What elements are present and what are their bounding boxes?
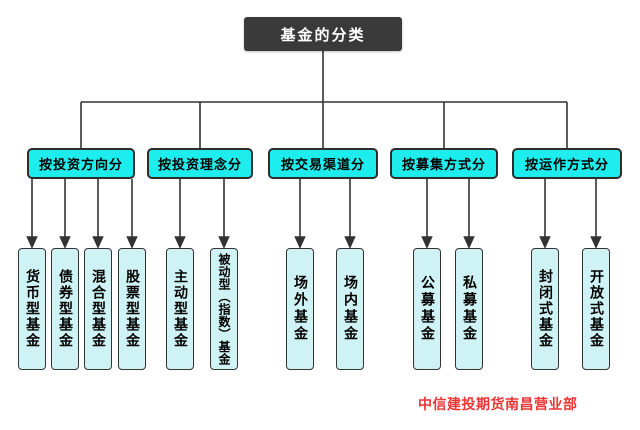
leaf-node-money-fund: 货币型基金 [18,248,46,370]
root-node: 基金的分类 [244,17,402,51]
leaf-arrows [26,179,602,249]
category-label: 按投资方向分 [38,158,123,173]
leaf-label: 场外基金 [292,275,308,343]
leaf-node-hybrid-fund: 混合型基金 [84,248,112,370]
leaf-label: 私募基金 [461,275,477,343]
leaf-node-exchange-fund: 场内基金 [336,248,364,370]
watermark-branch-name: 中信建投期货南昌营业部 [418,397,578,413]
category-node-investment-philosophy: 按投资理念分 [147,148,253,179]
leaf-label: 债券型基金 [57,269,73,349]
leaf-label: 股票型基金 [124,269,140,349]
leaf-label: 场内基金 [342,275,358,343]
leaf-node-closed-end-fund: 封闭式基金 [531,248,559,370]
leaf-label: 被动型（指数）基金 [217,252,231,366]
category-node-investment-direction: 按投资方向分 [27,148,135,179]
category-label: 按投资理念分 [157,158,242,173]
leaf-label: 公募基金 [419,275,435,343]
leaf-node-open-end-fund: 开放式基金 [582,248,610,370]
category-node-trading-channel: 按交易渠道分 [268,148,378,179]
tree-connectors [80,51,568,148]
leaf-label: 开放式基金 [588,269,604,349]
leaf-label: 混合型基金 [90,269,106,349]
leaf-label: 封闭式基金 [537,269,553,349]
leaf-label: 主动型基金 [172,269,188,349]
leaf-node-passive-index-fund: 被动型（指数）基金 [210,248,238,370]
category-label: 按募集方式分 [401,158,486,173]
leaf-node-public-fund: 公募基金 [413,248,441,370]
leaf-node-bond-fund: 债券型基金 [51,248,79,370]
category-label: 按交易渠道分 [280,158,365,173]
root-node-label: 基金的分类 [280,25,366,44]
leaf-node-private-fund: 私募基金 [455,248,483,370]
category-node-operation-method: 按运作方式分 [512,148,622,179]
leaf-node-otc-fund: 场外基金 [286,248,314,370]
category-node-fundraising-method: 按募集方式分 [390,148,498,179]
leaf-label: 货币型基金 [24,269,40,349]
leaf-node-active-fund: 主动型基金 [166,248,194,370]
leaf-node-stock-fund: 股票型基金 [118,248,146,370]
category-label: 按运作方式分 [524,158,609,173]
